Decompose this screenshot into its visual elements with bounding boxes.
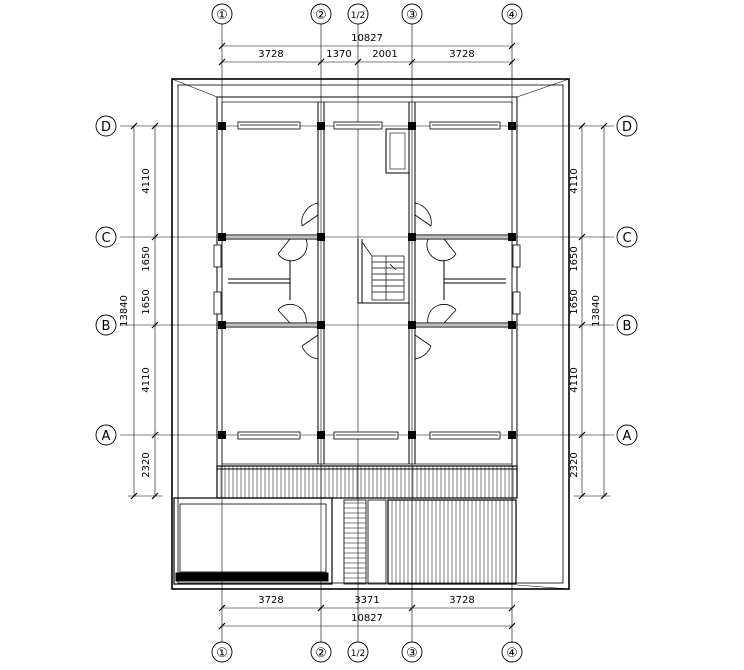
col-label-top-4: ④ bbox=[506, 8, 518, 23]
col-label-bottom-2: ② bbox=[315, 646, 327, 661]
building-outline bbox=[171, 78, 570, 590]
dim-top-3: 2001 bbox=[372, 49, 397, 60]
dim-right-5: 2320 bbox=[569, 452, 580, 477]
row-label-left-b: B bbox=[102, 319, 111, 334]
dim-top-1: 3728 bbox=[258, 49, 283, 60]
stair bbox=[361, 241, 405, 301]
col-label-bottom-half: 1/2 bbox=[351, 649, 365, 659]
row-label-left-d: D bbox=[101, 120, 111, 135]
col-label-bottom-4: ④ bbox=[506, 646, 518, 661]
dim-right-2: 1650 bbox=[569, 246, 580, 271]
dim-top-2: 1370 bbox=[326, 49, 351, 60]
column-bubble-labels-top: ① ② 1/2 ③ ④ bbox=[216, 8, 518, 23]
dim-bottom-total: 10827 bbox=[351, 613, 383, 624]
dim-top-4: 3728 bbox=[449, 49, 474, 60]
dim-right-3: 1650 bbox=[569, 289, 580, 314]
col-label-top-1: ① bbox=[216, 8, 228, 23]
dim-left-total: 13840 bbox=[119, 295, 130, 327]
row-label-right-c: C bbox=[622, 231, 631, 246]
row-bubbles-left bbox=[95, 115, 117, 446]
dim-left-4: 4110 bbox=[141, 367, 152, 392]
door-swings bbox=[277, 202, 457, 360]
dimension-lines bbox=[128, 45, 610, 627]
walls bbox=[216, 96, 518, 470]
hatched-strip bbox=[216, 465, 518, 499]
structural-columns bbox=[218, 122, 516, 439]
dimension-texts: 10827 3728 1370 2001 3728 3728 3371 3728… bbox=[119, 33, 602, 624]
column-bubbles-bottom bbox=[211, 641, 523, 663]
row-bubble-labels-right: D C B A bbox=[622, 120, 632, 444]
windows bbox=[213, 121, 521, 440]
row-bubbles-right bbox=[616, 115, 638, 446]
dim-bottom-1: 3728 bbox=[258, 595, 283, 606]
dim-bottom-3: 3728 bbox=[449, 595, 474, 606]
dim-left-3: 1650 bbox=[141, 289, 152, 314]
column-bubble-labels-bottom: ① ② 1/2 ③ ④ bbox=[216, 646, 518, 661]
row-label-left-a: A bbox=[102, 429, 111, 444]
row-label-right-b: B bbox=[623, 319, 632, 334]
col-label-top-3: ③ bbox=[406, 8, 418, 23]
dim-right-total: 13840 bbox=[591, 295, 602, 327]
row-label-right-a: A bbox=[623, 429, 632, 444]
dimension-ticks bbox=[130, 42, 608, 630]
dim-left-5: 2320 bbox=[141, 452, 152, 477]
col-label-bottom-3: ③ bbox=[406, 646, 418, 661]
dim-left-1: 4110 bbox=[141, 168, 152, 193]
grid-lines bbox=[120, 24, 614, 642]
dim-left-2: 1650 bbox=[141, 246, 152, 271]
row-label-right-d: D bbox=[622, 120, 632, 135]
col-label-bottom-1: ① bbox=[216, 646, 228, 661]
dim-right-1: 4110 bbox=[569, 168, 580, 193]
col-label-top-2: ② bbox=[315, 8, 327, 23]
row-label-left-c: C bbox=[101, 231, 110, 246]
lower-area bbox=[173, 497, 517, 585]
dim-bottom-2: 3371 bbox=[354, 595, 379, 606]
column-bubbles-top bbox=[211, 3, 523, 25]
row-bubble-labels-left: D C B A bbox=[101, 120, 111, 444]
dim-right-4: 4110 bbox=[569, 367, 580, 392]
dim-top-total: 10827 bbox=[351, 33, 383, 44]
col-label-top-half: 1/2 bbox=[351, 11, 365, 21]
